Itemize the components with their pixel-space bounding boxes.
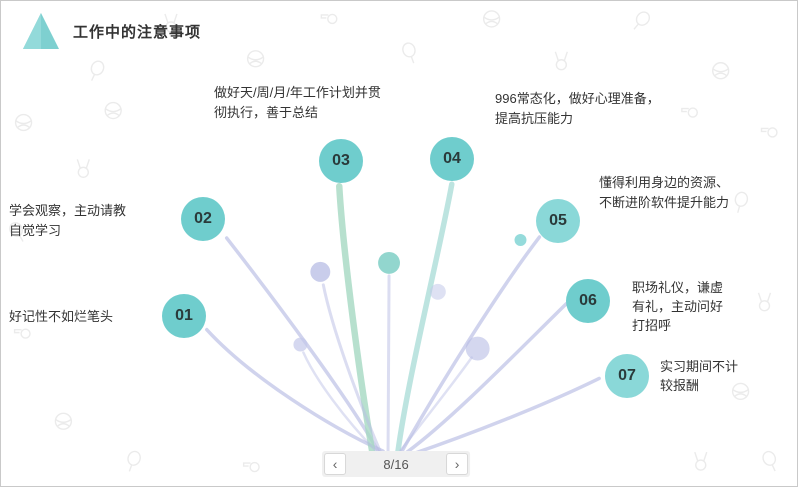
item-05-badge: 05: [536, 199, 580, 243]
item-06-text: 职场礼仪，谦虚 有礼，主动问好 打招呼: [632, 280, 724, 333]
logo-triangle-icon: [23, 13, 59, 49]
item-01-badge: 01: [162, 294, 206, 338]
item-04-badge: 04: [430, 137, 474, 181]
prev-page-button[interactable]: ‹: [324, 453, 347, 475]
page-indicator: 8/16: [383, 456, 409, 472]
page-title: 工作中的注意事项: [73, 24, 202, 41]
item-01-text: 好记性不如烂笔头: [9, 309, 114, 324]
item-03-badge: 03: [319, 139, 363, 183]
item-07-text: 实习期间不计 较报酬: [660, 359, 739, 393]
chevron-right-icon: ›: [454, 456, 460, 472]
chevron-left-icon: ‹: [332, 456, 338, 472]
pagination-bar: ‹ 8/16 ›: [322, 451, 471, 477]
item-03-text: 做好天/周/月/年工作计划并贯 彻执行，善于总结: [214, 85, 381, 120]
item-02-badge: 02: [181, 197, 225, 241]
item-07-badge: 07: [605, 354, 649, 398]
item-02-text: 学会观察，主动请教 自觉学习: [9, 203, 127, 238]
item-06-badge: 06: [566, 279, 610, 323]
item-04-text: 996常态化，做好心理准备， 提高抗压能力: [495, 91, 660, 126]
next-page-button[interactable]: ›: [446, 453, 469, 475]
item-05-text: 懂得利用身边的资源、 不断进阶软件提升能力: [599, 175, 730, 210]
